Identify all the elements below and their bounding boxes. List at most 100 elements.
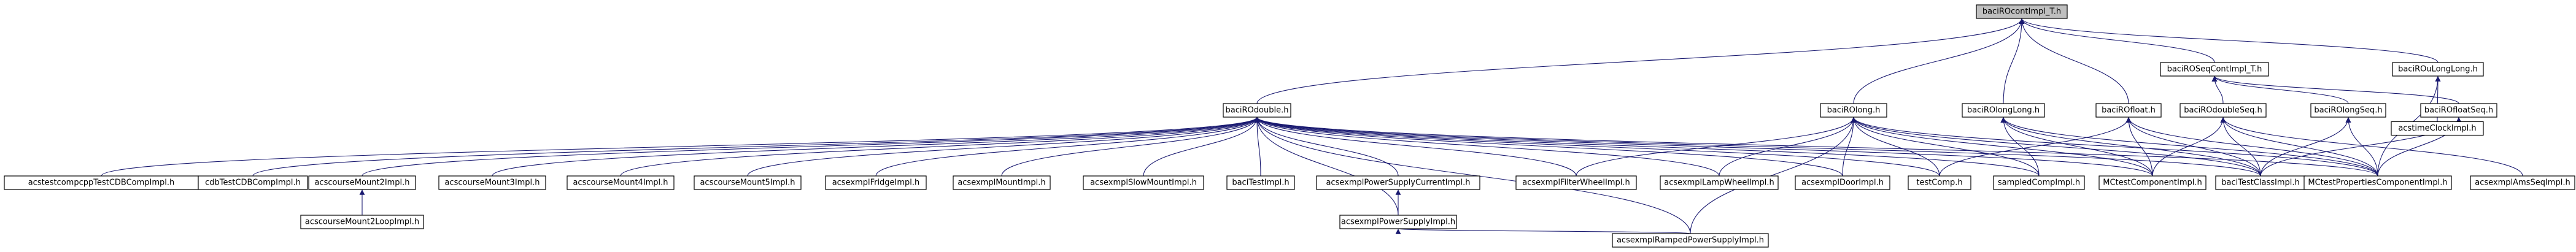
node-double[interactable]: baciROdouble.h <box>1223 103 1291 118</box>
edge-cdbTest-to-double <box>252 116 1260 177</box>
node-box <box>2160 62 2269 77</box>
node-box <box>1976 4 2068 19</box>
node-label: acsexmplMountImpl.h <box>957 178 1045 188</box>
node-label: baciROdoubleSeq.h <box>2184 106 2262 115</box>
node-psCurrent[interactable]: acsexmplPowerSupplyCurrentImpl.h <box>1316 175 1480 190</box>
node-long[interactable]: baciROlong.h <box>1820 103 1887 118</box>
edge-testComp-to-long <box>1851 116 1940 177</box>
edge-psCurrent-to-double <box>1254 116 1399 177</box>
edge-baciClass-to-double <box>1254 116 2261 177</box>
node-mount3[interactable]: acscourseMount3Impl.h <box>438 175 546 190</box>
node-label: acstimeClockImpl.h <box>2398 124 2476 133</box>
node-floatSeq[interactable]: baciROfloatSeq.h <box>2420 103 2497 118</box>
node-cdbTest[interactable]: cdbTestCDBCompImpl.h <box>198 175 308 190</box>
node-box <box>1908 175 1971 190</box>
edge-testComp-to-double <box>1254 116 1940 177</box>
node-contImpl[interactable]: baciROcontImpl_T.h <box>1976 4 2068 19</box>
node-box <box>825 175 927 190</box>
node-ps[interactable]: acsexmplPowerSupplyImpl.h <box>1339 215 1457 229</box>
edge-mount3-to-double <box>492 116 1260 177</box>
node-uLongLong[interactable]: baciROuLongLong.h <box>2392 62 2484 77</box>
edge-float-to-contImpl <box>2019 18 2129 104</box>
edge-mcProps-to-float <box>2125 116 2378 177</box>
edge-double-to-contImpl <box>1256 18 2025 104</box>
node-mcProps[interactable]: MCtestPropertiesComponentImpl.h <box>2303 175 2452 190</box>
edge-ps-to-double <box>1254 116 1399 216</box>
node-label: baciTestImpl.h <box>1232 178 1289 188</box>
node-label: baciROlongSeq.h <box>2314 106 2382 115</box>
edge-mcProps-to-longLong <box>2000 116 2378 177</box>
edge-long-to-contImpl <box>1853 18 2025 104</box>
node-mount4[interactable]: acscourseMount4Impl.h <box>567 175 675 190</box>
node-label: acsexmplPowerSupplyImpl.h <box>1341 218 1455 227</box>
node-label: acsexmplSlowMountImpl.h <box>1090 178 1197 188</box>
edge-seqCont-to-contImpl <box>2019 18 2215 63</box>
node-box <box>1223 103 1291 118</box>
node-label: MCtestComponentImpl.h <box>2103 178 2202 188</box>
node-tcpp[interactable]: acstestcompcppTestCDBCompImpl.h <box>4 175 199 190</box>
node-baciTest[interactable]: baciTestImpl.h <box>1226 175 1295 190</box>
node-label: acsexmplLampWheelImpl.h <box>1664 178 1774 188</box>
node-label: baciROfloatSeq.h <box>2424 106 2493 115</box>
node-seqCont[interactable]: baciROSeqContImpl_T.h <box>2160 62 2269 77</box>
node-box <box>2180 103 2267 118</box>
node-box <box>2391 121 2484 136</box>
node-label: acscourseMount2LoopImpl.h <box>305 218 419 227</box>
node-mcComp[interactable]: MCtestComponentImpl.h <box>2098 175 2207 190</box>
node-longLong[interactable]: baciROlongLong.h <box>1962 103 2045 118</box>
node-testComp[interactable]: testComp.h <box>1908 175 1971 190</box>
node-box <box>953 175 1051 190</box>
node-box <box>1515 175 1637 190</box>
node-label: baciROlong.h <box>1827 106 1881 115</box>
edge-sampled-to-double <box>1254 116 2040 177</box>
node-box <box>1660 175 1779 190</box>
edge-rampedPs-to-long <box>1690 116 1857 234</box>
node-label: acstestcompcppTestCDBCompImpl.h <box>28 178 175 188</box>
node-mount5[interactable]: acscourseMount5Impl.h <box>694 175 802 190</box>
edge-rampedPs-to-ps <box>1396 228 1691 235</box>
edge-mcProps-to-doubleSeq <box>2220 116 2378 177</box>
node-mount2[interactable]: acscourseMount2Impl.h <box>308 175 416 190</box>
node-longSeq[interactable]: baciROlongSeq.h <box>2310 103 2386 118</box>
node-mount2Loop[interactable]: acscourseMount2LoopImpl.h <box>300 215 424 229</box>
edge-amsSeq-to-doubleSeq <box>2220 116 2523 177</box>
edge-longLong-to-contImpl <box>2003 18 2025 104</box>
edge-fridge-to-double <box>875 116 1260 177</box>
node-exMount[interactable]: acsexmplMountImpl.h <box>953 175 1051 190</box>
node-box <box>1820 103 1887 118</box>
node-label: acscourseMount3Impl.h <box>444 178 540 188</box>
node-sampled[interactable]: sampledCompImpl.h <box>1993 175 2085 190</box>
node-box <box>567 175 675 190</box>
node-label: baciROfloat.h <box>2102 106 2156 115</box>
node-label: baciROuLongLong.h <box>2398 65 2478 74</box>
node-fridge[interactable]: acsexmplFridgeImpl.h <box>825 175 927 190</box>
node-baciClass[interactable]: baciTestClassImpl.h <box>2215 175 2306 190</box>
node-doubleSeq[interactable]: baciROdoubleSeq.h <box>2180 103 2267 118</box>
edge-mcComp-to-double <box>1254 116 2153 177</box>
node-filter[interactable]: acsexmplFilterWheelImpl.h <box>1515 175 1637 190</box>
edge-baciTest-to-double <box>1254 116 1261 177</box>
edge-layer <box>101 18 2523 235</box>
node-box <box>1795 175 1890 190</box>
node-door[interactable]: acsexmplDoorImpl.h <box>1795 175 1890 190</box>
node-amsSeq[interactable]: acsexmplAmsSeqImpl.h <box>2470 175 2575 190</box>
node-timeClock[interactable]: acstimeClockImpl.h <box>2391 121 2484 136</box>
node-lamp[interactable]: acsexmplLampWheelImpl.h <box>1660 175 1779 190</box>
edge-mcComp-to-float <box>2125 116 2153 177</box>
node-slowMount[interactable]: acsexmplSlowMountImpl.h <box>1083 175 1204 190</box>
edge-floatSeq-to-seqCont <box>2211 75 2459 104</box>
node-float[interactable]: baciROfloat.h <box>2095 103 2162 118</box>
edge-rampedPs-to-double <box>1254 116 1691 234</box>
edge-mcProps-to-long <box>1851 116 2378 177</box>
node-box <box>1993 175 2085 190</box>
edge-sampled-to-long <box>1851 116 2040 177</box>
node-label: MCtestPropertiesComponentImpl.h <box>2308 178 2447 188</box>
edge-testComp-to-float <box>1939 116 2132 177</box>
node-box <box>308 175 416 190</box>
node-rampedPs[interactable]: acsexmplRampedPowerSupplyImpl.h <box>1612 233 1769 248</box>
edge-mcComp-to-longLong <box>2000 116 2153 177</box>
node-label: acsexmplRampedPowerSupplyImpl.h <box>1617 236 1764 245</box>
node-box <box>1339 215 1457 229</box>
node-label: sampledCompImpl.h <box>1998 178 2080 188</box>
